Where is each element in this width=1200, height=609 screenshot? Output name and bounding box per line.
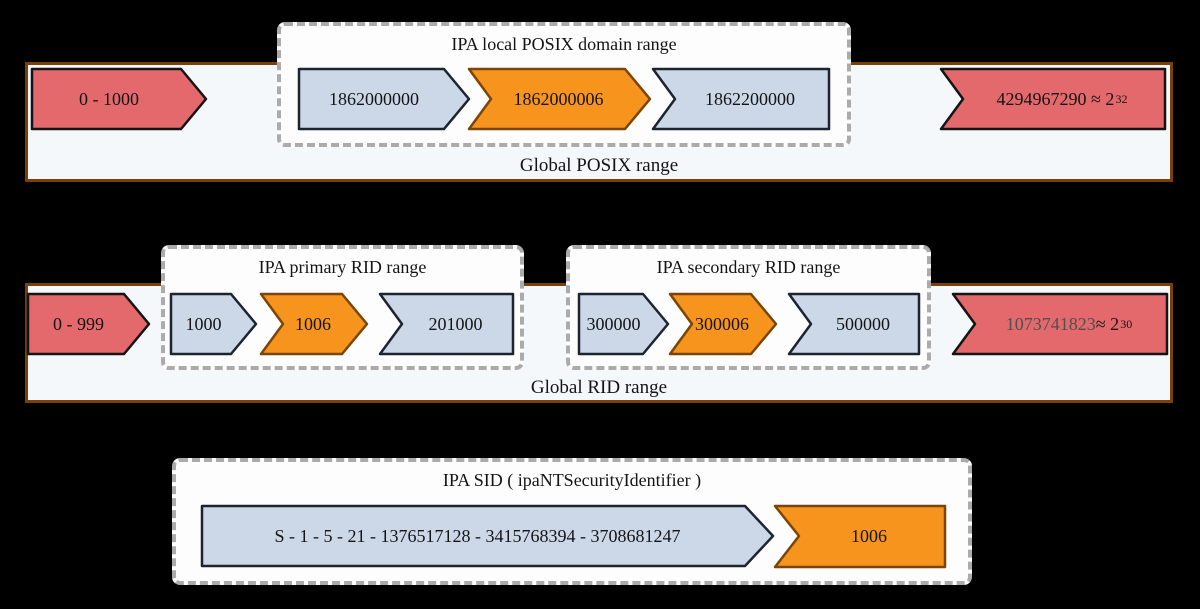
secondary-rid-current-arrow: 300006 [668, 292, 778, 356]
right-arrow-shape [26, 292, 151, 356]
secondary-rid-end-label: 500000 [836, 313, 890, 334]
primary-rid-start-arrow: 1000 [169, 292, 258, 356]
posix-reserved-range-arrow: 0 - 1000 [30, 67, 208, 131]
rid-reserved-range-arrow: 0 - 999 [26, 292, 151, 356]
posix-current-id-label: 1862000006 [513, 88, 604, 109]
global-rid-band-label: Global RID range [530, 377, 668, 398]
secondary-rid-end-arrow: 500000 [787, 292, 921, 356]
chevron-arrow-shape [668, 292, 778, 356]
notched-box-shape [378, 292, 515, 356]
primary-rid-current-arrow: 1006 [259, 292, 369, 356]
primary-rid-end-label: 201000 [428, 313, 483, 334]
posix-range-end-arrow: 1862200000 [651, 67, 831, 131]
notched-box-shape [651, 67, 831, 131]
posix-reserved-range-label: 0 - 1000 [79, 88, 139, 109]
primary-rid-current-label: 1006 [295, 313, 331, 334]
posix-current-id-arrow: 1862000006 [467, 67, 652, 131]
posix-range-end-label: 1862200000 [705, 88, 795, 109]
sid-base-arrow: S - 1 - 5 - 21 - 1376517128 - 3415768394… [200, 504, 775, 568]
secondary-rid-start-arrow: 300000 [577, 292, 670, 356]
primary-rid-end-arrow: 201000 [378, 292, 515, 356]
primary-rid-start-label: 1000 [185, 313, 222, 334]
sid-base-label: S - 1 - 5 - 21 - 1376517128 - 3415768394… [274, 525, 681, 546]
right-arrow-shape [297, 67, 471, 131]
primary-rid-title: IPA primary RID range [258, 257, 427, 277]
notched-box-shape [787, 292, 921, 356]
secondary-rid-current-label: 300006 [695, 313, 749, 334]
posix-range-start-arrow: 1862000000 [297, 67, 471, 131]
sid-rid-arrow: 1006 [773, 504, 947, 569]
right-arrow-shape [30, 67, 208, 131]
local-posix-domain-title: IPA local POSIX domain range [451, 34, 677, 54]
notched-box-shape [951, 292, 1169, 356]
notched-box-shape [939, 67, 1167, 131]
ipa-sid-title: IPA SID ( ipaNTSecurityIdentifier ) [442, 470, 702, 490]
chevron-arrow-shape [467, 67, 652, 131]
posix-range-start-label: 1862000000 [329, 88, 419, 109]
global-posix-band-label: Global POSIX range [519, 155, 679, 176]
notched-box-shape [773, 504, 947, 569]
rid-reserved-range-label: 0 - 999 [53, 313, 104, 334]
posix-max-value-text: 4294967290 ≈ 2 [996, 88, 1115, 109]
secondary-rid-start-label: 300000 [586, 313, 641, 334]
right-arrow-shape [169, 292, 258, 356]
chevron-arrow-shape [259, 292, 369, 356]
right-arrow-shape [577, 292, 670, 356]
sid-rid-label: 1006 [851, 526, 887, 546]
rid-max-approx-text: ≈ 2 [1095, 313, 1120, 334]
right-arrow-shape [200, 504, 775, 568]
rid-max-value-text: 1073741823 [1005, 313, 1096, 334]
secondary-rid-title: IPA secondary RID range [656, 257, 841, 277]
